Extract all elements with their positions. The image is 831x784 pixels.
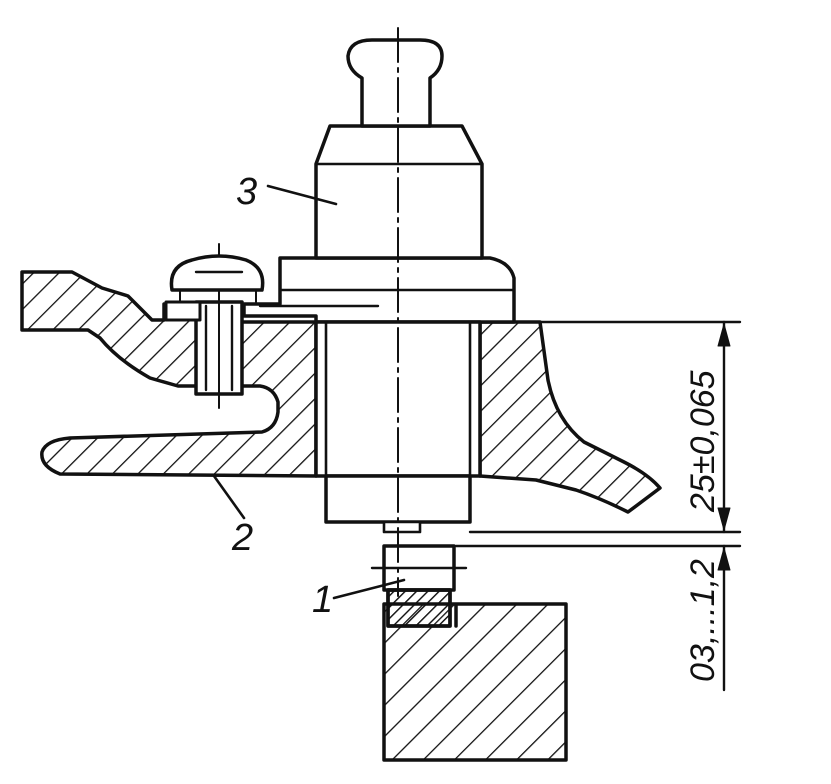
leader-part-3 (266, 184, 338, 206)
indicator-knob (346, 38, 444, 128)
leader-part-1 (332, 578, 406, 600)
dimension-text-height: 25±0,065 (684, 370, 722, 513)
housing-right-section (478, 320, 662, 514)
leader-part-2 (212, 474, 246, 520)
label-part-3: 3 (236, 171, 257, 213)
label-part-2: 2 (231, 517, 253, 559)
dimension-text-gap: 03,...1,2 (684, 559, 722, 682)
label-part-1: 1 (312, 579, 333, 621)
